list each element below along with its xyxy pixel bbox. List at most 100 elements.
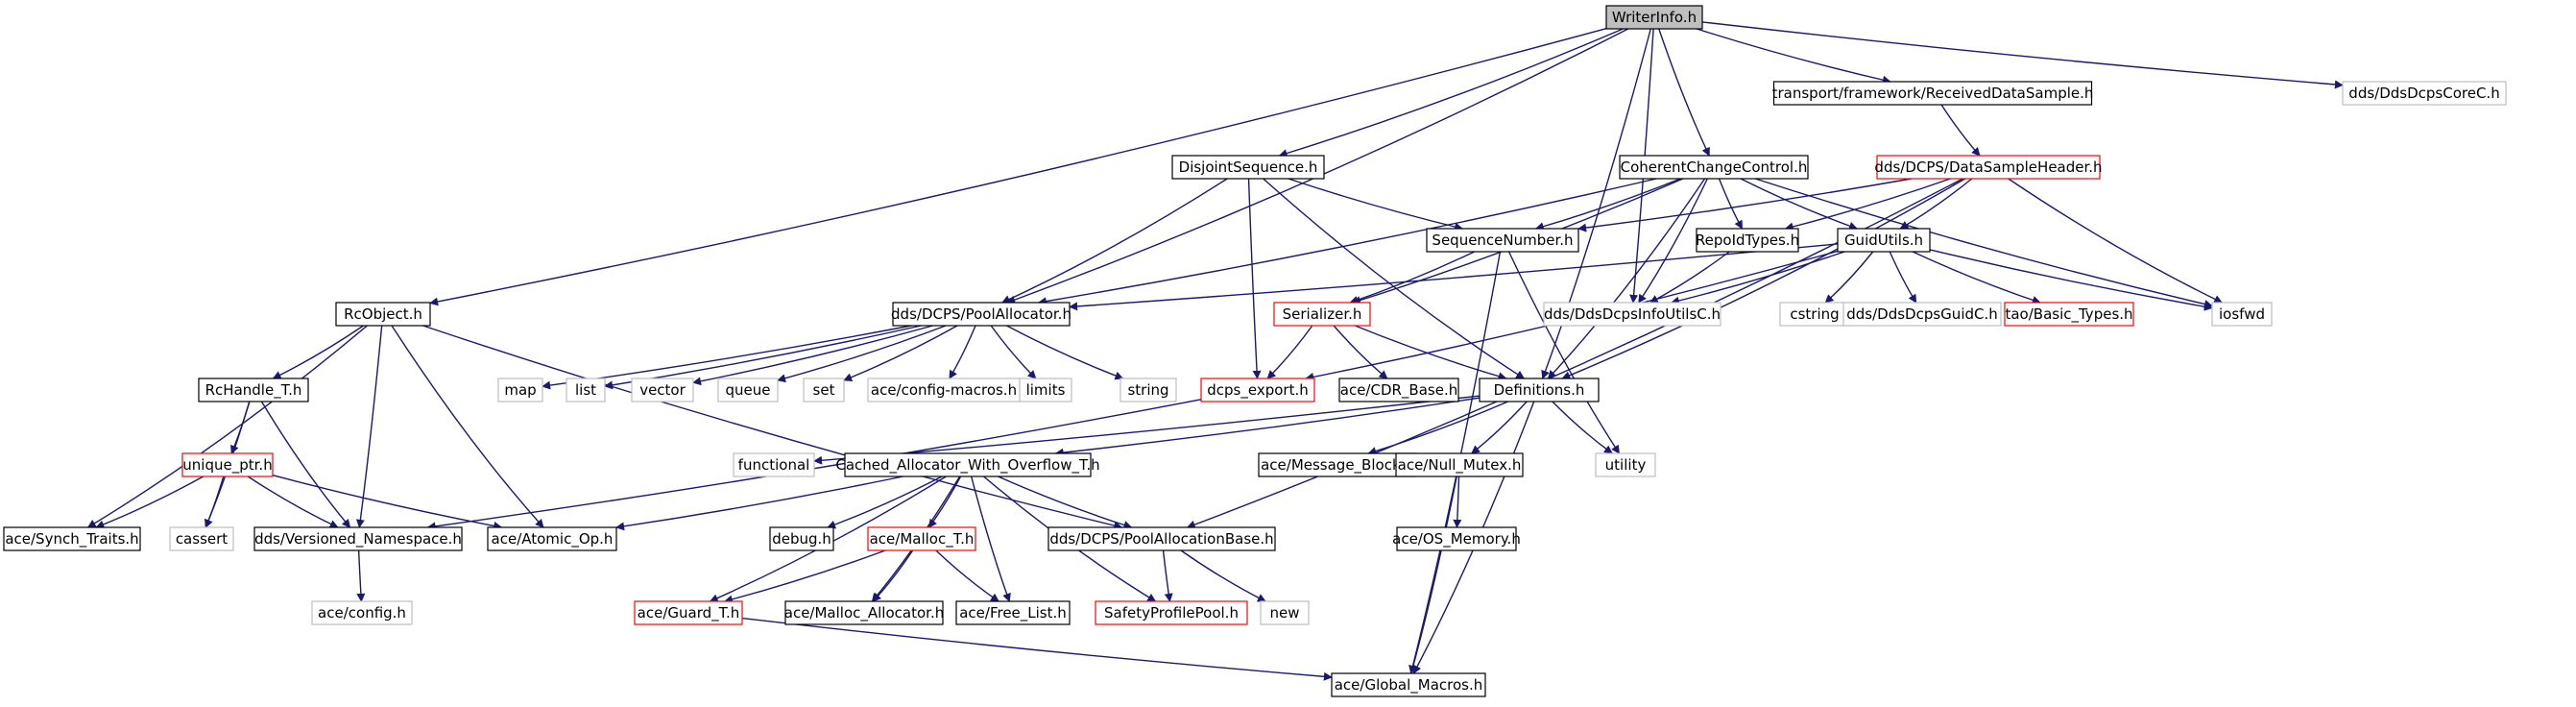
edge-dsheader-to-definitions [1561, 178, 1966, 380]
edge-received-to-dsheader [1940, 104, 1981, 157]
edge-coherent-to-definitions [1547, 178, 1706, 379]
node-iosfwd[interactable]: iosfwd [2211, 302, 2273, 327]
node-utility[interactable]: utility [1595, 452, 1656, 477]
node-cassert-label: cassert [176, 530, 228, 548]
node-limits[interactable]: limits [1019, 378, 1072, 402]
edge-coherent-to-guidutils [1740, 178, 1858, 231]
node-configmacros[interactable]: ace/config-macros.h [867, 378, 1021, 402]
node-writerinfo[interactable]: WriterInfo.h [1605, 5, 1703, 30]
node-msgblock[interactable]: ace/Message_Block.h [1258, 452, 1417, 477]
node-serializer[interactable]: Serializer.h [1273, 302, 1371, 327]
node-corec-box [2342, 81, 2507, 106]
node-poolallocbase[interactable]: dds/DCPS/PoolAllocationBase.h [1047, 526, 1276, 551]
edge-definitions-to-nullmutex [1471, 401, 1528, 454]
node-seqnum[interactable]: SequenceNumber.h [1426, 228, 1579, 253]
edge-rcobject-to-atomicop [391, 325, 544, 528]
node-globalmacros[interactable]: ace/Global_Macros.h [1331, 672, 1486, 697]
node-limits-box [1019, 378, 1072, 402]
node-repoid[interactable]: RepoIdTypes.h [1696, 228, 1799, 253]
node-cached[interactable]: Cached_Allocator_With_Overflow_T.h [835, 452, 1100, 477]
edge-coherent-to-seqnum [1534, 178, 1681, 232]
node-nullmutex-label: ace/Null_Mutex.h [1398, 456, 1522, 475]
node-guidc[interactable]: dds/DdsDcpsGuidC.h [1842, 302, 2002, 327]
node-uniqueptr-label: unique_ptr.h [182, 456, 272, 475]
node-poolalloc-label: dds/DCPS/PoolAllocator.h [891, 305, 1071, 323]
node-aceconfig[interactable]: ace/config.h [311, 600, 413, 625]
node-dcpsexport[interactable]: dcps_export.h [1200, 378, 1315, 402]
edge-coherent-to-iosfwd [1754, 178, 2213, 308]
node-msgblock-box [1258, 452, 1417, 477]
node-infoutils[interactable]: dds/DdsDcpsInfoUtilsC.h [1543, 302, 1721, 327]
node-atomicop-box [487, 526, 617, 551]
node-malloct[interactable]: ace/Malloc_T.h [867, 526, 976, 551]
node-atomicop[interactable]: ace/Atomic_Op.h [487, 526, 617, 551]
node-string[interactable]: string [1119, 378, 1177, 402]
edge-rchandle-to-versioned [260, 401, 351, 528]
edge-cached-to-poolallocbase [998, 475, 1133, 529]
node-versioned[interactable]: dds/Versioned_Namespace.h [253, 526, 463, 551]
edge-writerinfo-to-disjoint [1278, 28, 1624, 158]
edge-uniqueptr-to-synchtraits [95, 475, 205, 529]
edge-writerinfo-to-definitions [1541, 28, 1651, 379]
node-nullmutex-box [1395, 452, 1524, 477]
node-list[interactable]: list [566, 378, 606, 402]
node-queue-label: queue [726, 381, 771, 399]
node-uniqueptr[interactable]: unique_ptr.h [181, 452, 274, 477]
node-repoid-box [1696, 228, 1799, 253]
edge-repoid-to-infoutils [1649, 251, 1730, 304]
node-safetypool[interactable]: SafetyProfilePool.h [1095, 600, 1248, 625]
node-rcobject[interactable]: RcObject.h [335, 302, 431, 327]
edge-cached-to-debug [827, 475, 943, 529]
node-corec[interactable]: dds/DdsDcpsCoreC.h [2342, 81, 2507, 106]
node-guidutils[interactable]: GuidUtils.h [1837, 228, 1931, 253]
node-set-label: set [813, 381, 835, 399]
node-cstring[interactable]: cstring [1779, 302, 1850, 327]
node-cached-box [844, 452, 1092, 477]
node-malloct-box [867, 526, 976, 551]
node-guardt[interactable]: ace/Guard_T.h [634, 600, 743, 625]
edge-disjoint-to-dcpsexport [1247, 178, 1262, 379]
edge-seqnum-to-utility [1507, 251, 1621, 454]
node-mallocalloc-label: ace/Malloc_Allocator.h [784, 604, 944, 622]
node-debug-label: debug.h [772, 530, 831, 548]
node-debug[interactable]: debug.h [769, 526, 834, 551]
node-cdrbase-label: ace/CDR_Base.h [1340, 381, 1457, 400]
node-poolalloc[interactable]: dds/DCPS/PoolAllocator.h [891, 302, 1071, 327]
node-cassert[interactable]: cassert [169, 526, 234, 551]
node-rchandle[interactable]: RcHandle_T.h [198, 378, 309, 402]
node-queue[interactable]: queue [717, 378, 779, 402]
node-vector[interactable]: vector [631, 378, 694, 402]
node-new-label: new [1269, 604, 1299, 622]
node-mallocalloc[interactable]: ace/Malloc_Allocator.h [784, 600, 944, 625]
node-synchtraits[interactable]: ace/Synch_Traits.h [3, 526, 141, 551]
node-writerinfo-label: WriterInfo.h [1612, 9, 1697, 26]
node-infoutils-label: dds/DdsDcpsInfoUtilsC.h [1544, 305, 1721, 323]
edge-cached-to-freelist [970, 475, 1011, 602]
node-list-box [566, 378, 606, 402]
node-dsheader[interactable]: dds/DCPS/DataSampleHeader.h [1874, 155, 2103, 180]
node-versioned-box [253, 526, 463, 551]
edge-versioned-to-aceconfig [356, 549, 366, 602]
node-string-box [1119, 378, 1177, 402]
node-freelist[interactable]: ace/Free_List.h [955, 600, 1071, 625]
node-definitions[interactable]: Definitions.h [1479, 378, 1600, 402]
node-string-label: string [1127, 381, 1168, 399]
node-nullmutex[interactable]: ace/Null_Mutex.h [1395, 452, 1524, 477]
node-set[interactable]: set [803, 378, 845, 402]
edge-definitions-to-cached [1054, 397, 1481, 457]
node-map[interactable]: map [497, 378, 543, 402]
node-basictypes[interactable]: tao/Basic_Types.h [2004, 302, 2134, 327]
node-coherent[interactable]: CoherentChangeControl.h [1619, 155, 1809, 180]
node-debug-box [769, 526, 834, 551]
node-functional[interactable]: functional [733, 452, 815, 477]
node-disjoint[interactable]: DisjointSequence.h [1171, 155, 1325, 180]
edge-serializer-to-cdrbase [1333, 325, 1388, 379]
node-osmemory[interactable]: ace/OS_Memory.h [1392, 526, 1521, 551]
node-new[interactable]: new [1260, 600, 1310, 625]
node-cdrbase[interactable]: ace/CDR_Base.h [1338, 378, 1459, 402]
node-poolalloc-box [892, 302, 1071, 327]
edge-dsheader-to-repoid [1784, 178, 1951, 232]
edge-uniqueptr-to-atomicop [272, 475, 503, 530]
node-received[interactable]: transport/framework/ReceivedDataSample.h [1772, 81, 2094, 106]
edge-guidutils-to-cstring [1824, 251, 1874, 304]
